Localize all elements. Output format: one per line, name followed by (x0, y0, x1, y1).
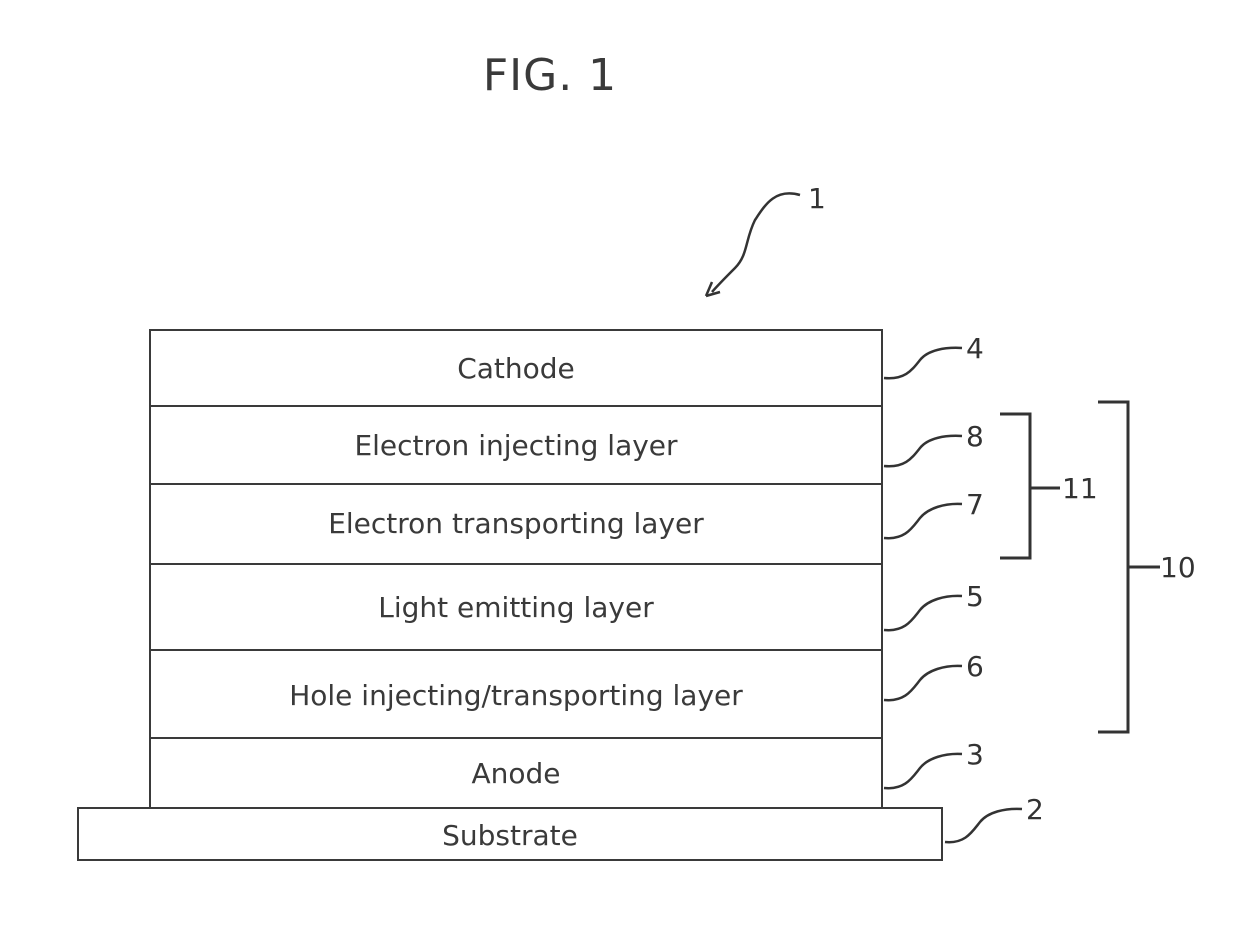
anode-label: Anode (471, 757, 560, 790)
layer-cathode: Cathode 4 (150, 330, 984, 406)
cathode-leader (884, 348, 962, 378)
bracket-11-shape (1000, 414, 1030, 558)
light-emitting-leader (884, 596, 962, 630)
substrate-label: Substrate (442, 819, 578, 852)
substrate-ref: 2 (1026, 793, 1044, 826)
electron-transporting-leader (884, 504, 962, 538)
layer-anode: Anode 3 (150, 738, 984, 808)
anode-leader (884, 754, 962, 788)
electron-injecting-leader (884, 436, 962, 466)
electron-transporting-ref: 7 (966, 488, 984, 521)
hole-injecting-transporting-leader (884, 666, 962, 700)
electron-transporting-label: Electron transporting layer (328, 507, 704, 540)
group-bracket-11: 11 (1000, 414, 1098, 558)
layer-electron-transporting: Electron transporting layer 7 (150, 484, 984, 564)
device-leader-arrow (712, 193, 800, 292)
hole-injecting-transporting-ref: 6 (966, 650, 984, 683)
anode-ref: 3 (966, 738, 984, 771)
electron-injecting-label: Electron injecting layer (354, 429, 678, 462)
substrate-leader (945, 809, 1022, 842)
bracket-10-shape (1098, 402, 1128, 732)
group-10-ref: 10 (1160, 551, 1196, 584)
electron-injecting-ref: 8 (966, 420, 984, 453)
layer-electron-injecting: Electron injecting layer 8 (150, 406, 984, 484)
layer-hole-injecting-transporting: Hole injecting/transporting layer 6 (150, 650, 984, 738)
hole-injecting-transporting-label: Hole injecting/transporting layer (289, 679, 743, 712)
light-emitting-label: Light emitting layer (378, 591, 654, 624)
cathode-ref: 4 (966, 332, 984, 365)
layer-light-emitting: Light emitting layer 5 (150, 564, 984, 650)
group-bracket-10: 10 (1098, 402, 1196, 732)
device-reference: 1 (706, 182, 826, 296)
device-ref-label: 1 (808, 182, 826, 215)
group-11-ref: 11 (1062, 472, 1098, 505)
light-emitting-ref: 5 (966, 580, 984, 613)
cathode-label: Cathode (457, 352, 575, 385)
